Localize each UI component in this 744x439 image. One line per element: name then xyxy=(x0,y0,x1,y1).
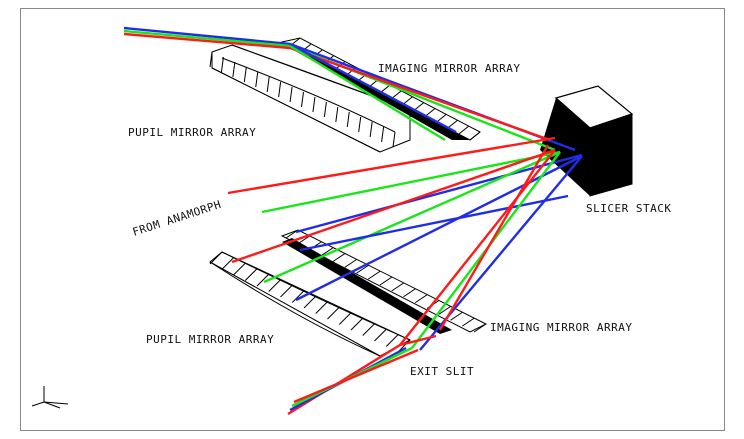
mirror-tile-edge xyxy=(346,111,350,128)
ray-green-top-in xyxy=(123,29,291,48)
ray-blue-to-pupil-bottom xyxy=(295,154,583,302)
mirror-tile-edge xyxy=(312,96,316,113)
mirror-tile-edge xyxy=(280,284,293,298)
mirror-tile-edge xyxy=(473,323,487,333)
ray-red-exit-link xyxy=(399,334,437,347)
mirror-tile-edge xyxy=(209,51,213,68)
mirror-tile-edge xyxy=(327,306,340,320)
ray-blue-top-in xyxy=(123,26,291,46)
ray-red-anamorph xyxy=(227,136,556,195)
ray-red-to-exit xyxy=(399,149,556,346)
mirror-tile-edge xyxy=(358,116,362,133)
pupil-mirror-array-top xyxy=(209,44,411,153)
mirror-tile-edge xyxy=(244,268,258,281)
mirror-tile-edge xyxy=(291,290,305,303)
mirror-tile-edge xyxy=(381,126,385,143)
mirror-tile-edge xyxy=(303,295,317,309)
mirror-tile-edge xyxy=(232,61,236,78)
label-from-anamorph: FROM ANAMORPH xyxy=(131,198,223,239)
mirror-tile-edge xyxy=(391,282,405,292)
mirror-tile-edge xyxy=(458,125,470,135)
mirror-tile-edge xyxy=(289,86,293,103)
ray-red-top-in xyxy=(123,32,291,50)
mirror-tile-edge xyxy=(350,317,364,331)
ray-green-to-pupil-bottom xyxy=(263,150,561,284)
axis-triad-icon xyxy=(31,386,69,409)
ray-green-anamorph xyxy=(261,150,561,214)
mirror-tile-edge xyxy=(414,294,428,304)
mirror-tile-edge xyxy=(335,106,339,123)
mirror-tile-edge xyxy=(379,276,393,286)
mirror-tile-edge xyxy=(369,121,373,138)
mirror-tile-edge xyxy=(461,317,475,327)
mirror-tile-edge xyxy=(221,257,235,270)
label-pupil-mirror-array-bottom: PUPIL MIRROR ARRAY xyxy=(146,333,274,346)
mirror-tile-edge xyxy=(320,247,334,257)
mirror-tile-edge xyxy=(338,312,352,325)
mirror-tile-edge xyxy=(469,131,481,141)
ray-red-to-pupil-bottom xyxy=(231,148,556,264)
mirror-tile-edge xyxy=(403,288,416,298)
mirror-tile-edge xyxy=(256,273,270,287)
mirror-tile-edge xyxy=(344,258,358,268)
mirror-tile-edge xyxy=(233,262,246,276)
mirror-tile-edge xyxy=(356,264,369,274)
ray-red-exit-out xyxy=(287,343,401,416)
ray-green-top-imaging xyxy=(289,44,446,142)
mirror-tile-edge xyxy=(266,76,270,93)
mirror-tile-edge xyxy=(447,119,458,129)
ray-red-exit-2 xyxy=(438,144,550,331)
mirror-tile-edge xyxy=(323,101,327,118)
mirror-tile-edge xyxy=(297,235,311,245)
mirror-tile-edge xyxy=(278,81,282,98)
mirror-tile-edge xyxy=(255,71,259,88)
mirror-tile-edge xyxy=(301,91,304,108)
mirror-tile-edge xyxy=(367,270,381,280)
ray-blue-anamorph xyxy=(295,153,583,234)
ray-red-top-to-slicer xyxy=(289,46,551,142)
ray-blue-slicer-lower xyxy=(299,194,569,252)
label-exit-slit: EXIT SLIT xyxy=(410,365,474,378)
mirror-tile-edge xyxy=(392,131,396,148)
mirror-tile-edge xyxy=(385,334,399,347)
ray-red-exit-out-2 xyxy=(293,348,419,404)
mirror-tile-edge xyxy=(435,113,447,123)
label-imaging-mirror-array-top: IMAGING MIRROR ARRAY xyxy=(378,62,520,75)
mirror-tile-edge xyxy=(220,56,224,73)
mirror-tile-edge xyxy=(243,66,247,83)
label-imaging-mirror-array-bottom: IMAGING MIRROR ARRAY xyxy=(490,321,632,334)
mirror-tile-edge xyxy=(315,301,329,314)
mirror-tile-edge xyxy=(450,311,463,321)
mirror-tile-edge xyxy=(374,328,387,342)
label-pupil-mirror-array-top: PUPIL MIRROR ARRAY xyxy=(128,126,256,139)
ray-blue-top-imaging xyxy=(289,42,457,134)
mirror-tile-edge xyxy=(332,253,346,262)
label-slicer-stack: SLICER STACK xyxy=(586,202,671,215)
mirror-tile-edge xyxy=(362,323,376,336)
mirror-tile-edge xyxy=(209,251,223,265)
ray-bundles xyxy=(123,26,583,416)
mirror-tile-edge xyxy=(438,305,452,315)
mirror-tile-edge xyxy=(268,279,282,292)
pupil-mirror-array-bottom xyxy=(209,251,412,357)
imaging-mirror-array-bottom xyxy=(280,229,488,334)
